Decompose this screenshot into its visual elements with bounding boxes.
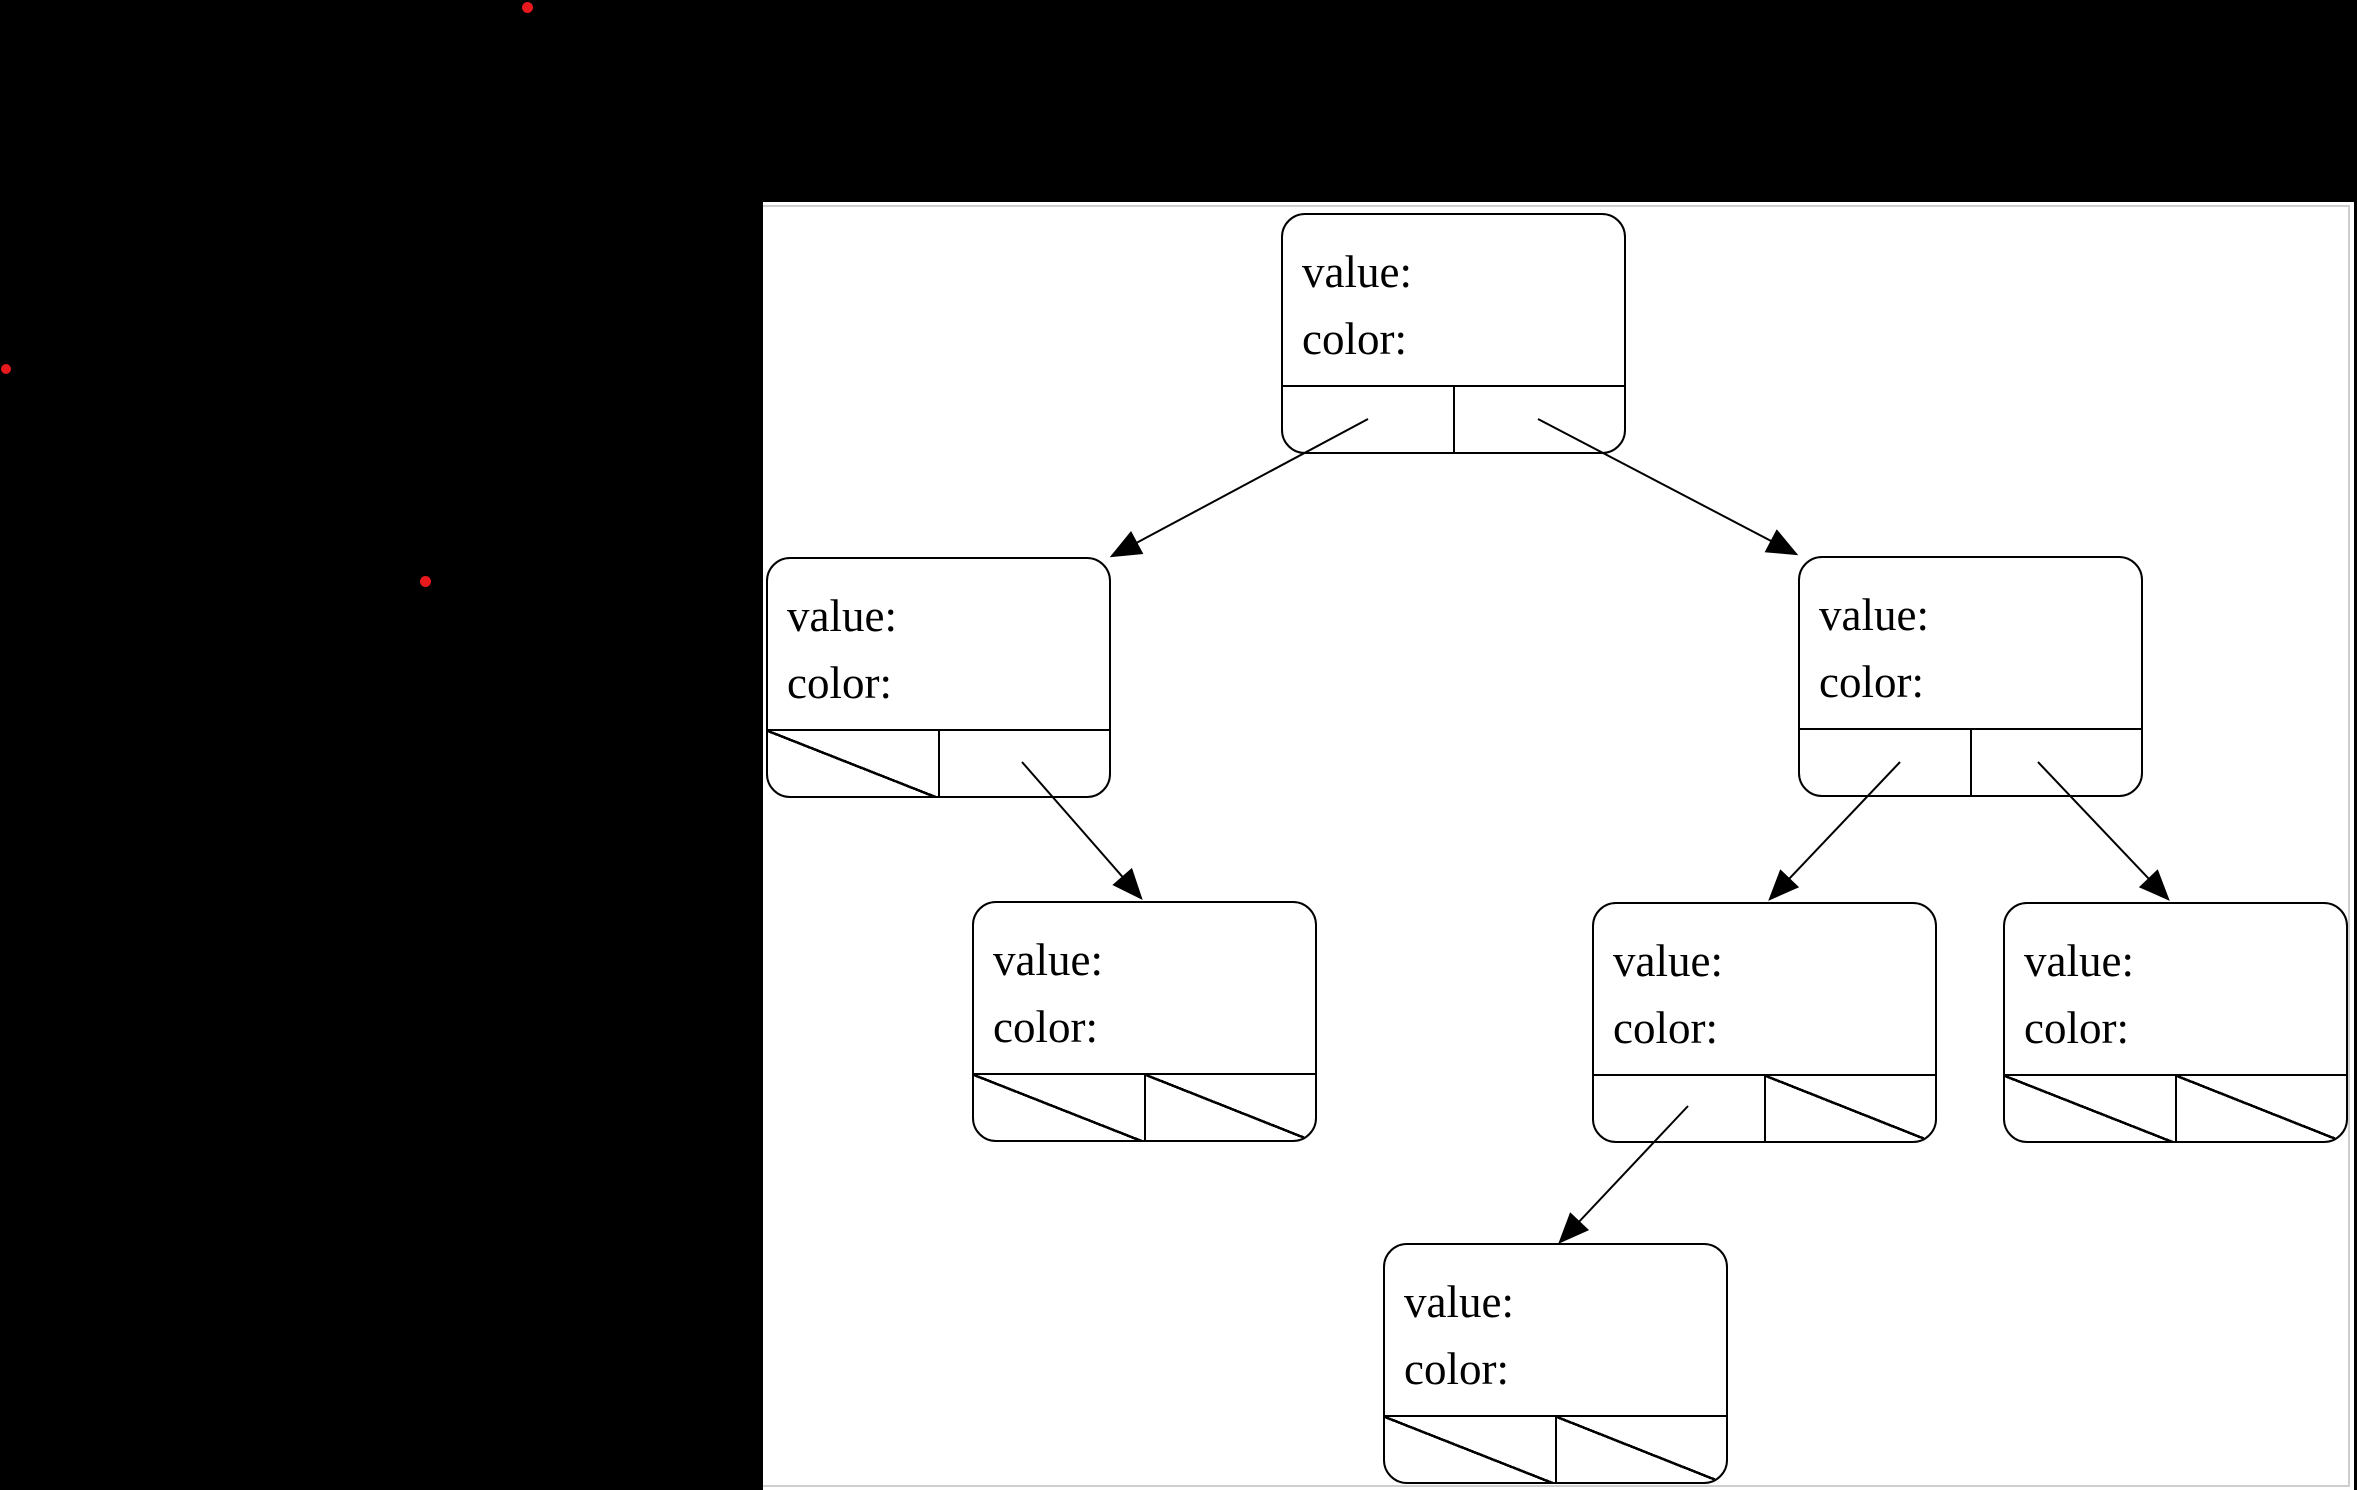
tree-edges (1021, 418, 2170, 1244)
value-label: value: (1819, 590, 1929, 640)
value-label: value: (787, 591, 897, 641)
node-fields: value: color: (1594, 904, 1935, 1074)
pointer-cells (2005, 1074, 2346, 1141)
left-pointer-cell (1594, 1076, 1766, 1141)
value-label: value: (1404, 1277, 1514, 1327)
left-pointer-cell (768, 731, 940, 796)
right-pointer-cell (940, 731, 1110, 796)
value-label: value: (2024, 936, 2134, 986)
red-dot (419, 575, 431, 587)
edge-r-left (1768, 761, 1901, 901)
right-pointer-cell (2176, 1076, 2346, 1141)
node-fields: value: color: (1385, 1245, 1726, 1415)
node-fields: value: color: (1800, 558, 2141, 728)
color-label: color: (993, 1002, 1098, 1052)
right-pointer-cell (1556, 1417, 1726, 1482)
value-label: value: (1613, 936, 1723, 986)
node-fields: value: color: (768, 559, 1109, 729)
red-dot (1, 364, 11, 374)
pointer-cells (1594, 1074, 1935, 1141)
color-label: color: (2024, 1003, 2129, 1053)
tree-node-left-right-grandchild: value: color: (972, 901, 1317, 1142)
tree-node-right-right-grandchild: value: color: (2003, 902, 2348, 1143)
edge-root-left (1109, 418, 1369, 558)
left-pointer-cell (1283, 387, 1455, 452)
color-label: color: (1302, 314, 1407, 364)
left-pointer-cell (974, 1075, 1146, 1140)
color-label: color: (1613, 1003, 1718, 1053)
pointer-cells (1800, 728, 2142, 795)
pointer-cells (1385, 1415, 1726, 1482)
value-label: value: (993, 935, 1103, 985)
left-pointer-cell (2005, 1076, 2177, 1141)
edge-r-right (2037, 761, 2170, 901)
right-pointer-cell (1455, 387, 1625, 452)
right-pointer-cell (1765, 1076, 1935, 1141)
right-pointer-cell (1145, 1075, 1315, 1140)
color-label: color: (787, 658, 892, 708)
left-pointer-cell (1385, 1417, 1557, 1482)
color-label: color: (1404, 1344, 1509, 1394)
pointer-cells (768, 729, 1110, 796)
tree-node-right-left-left-child: value: color: (1383, 1243, 1728, 1484)
color-label: color: (1819, 657, 1924, 707)
edge-root-right (1537, 418, 1799, 556)
node-fields: value: color: (1283, 215, 1624, 385)
node-fields: value: color: (2005, 904, 2346, 1074)
pointer-cells (974, 1073, 1315, 1140)
left-pointer-cell (1800, 730, 1972, 795)
tree-node-right-left-grandchild: value: color: (1592, 902, 1937, 1143)
tree-node-right-child: value: color: (1798, 556, 2143, 797)
pointer-cells (1283, 385, 1625, 452)
right-pointer-cell (1972, 730, 2142, 795)
red-dot (521, 1, 533, 13)
value-label: value: (1302, 247, 1412, 297)
edge-l-right (1021, 761, 1143, 900)
diagram-panel: value: color: value: color: value: color… (763, 202, 2354, 1490)
tree-node-left-child: value: color: (766, 557, 1111, 798)
edge-rl-left (1558, 1105, 1689, 1244)
node-fields: value: color: (974, 903, 1315, 1073)
tree-node-root: value: color: (1281, 213, 1626, 454)
